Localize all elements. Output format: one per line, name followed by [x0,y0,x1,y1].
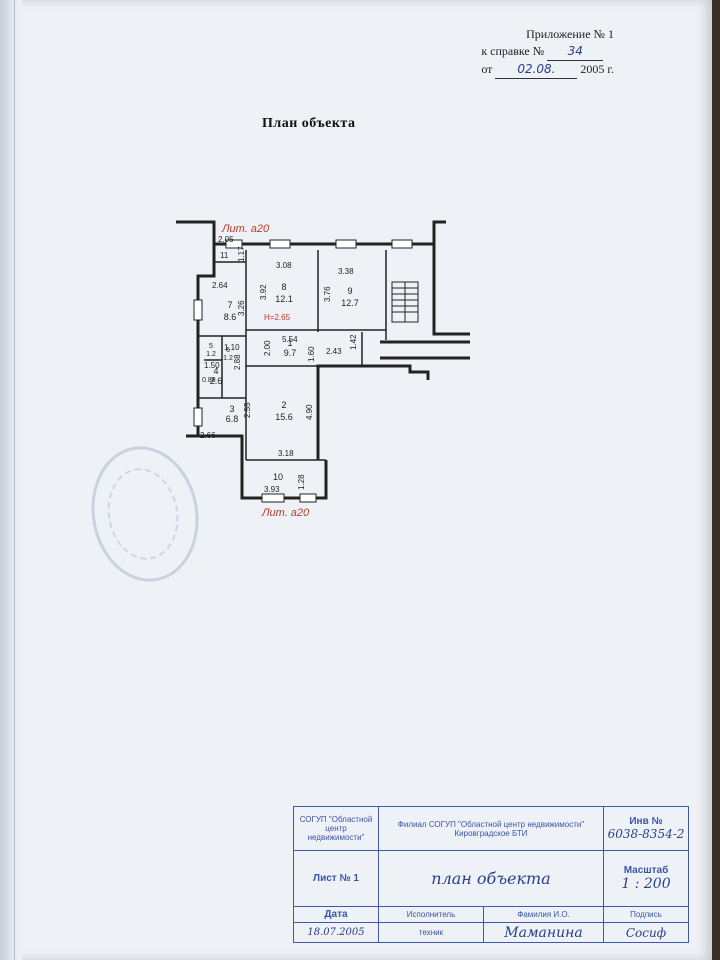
dim-label: 2.64 [212,281,228,290]
room-number: 7 [227,300,232,310]
binding-crease [14,0,15,960]
dim-label: 3.93 [264,485,280,494]
dim-label: 3.18 [278,449,294,458]
date-prefix: от [481,62,493,76]
executor-entry: техник [378,922,484,943]
reference-number: 34 [547,43,604,61]
inventory-value: 6038-8354-2 [607,827,685,841]
room-area: 1.2 [223,355,233,362]
room-number: 2 [281,400,286,410]
dim-label: 1.60 [307,346,316,362]
dim-label: 1.42 [349,334,358,350]
room-area: 15.6 [275,412,293,422]
room-number: 6 [226,347,230,354]
sign-col-label: Подпись [603,906,689,923]
lit-top-label: Лит. а20 [221,223,270,235]
year-suffix: 2005 г. [580,62,614,76]
height-label: H=2.65 [264,313,291,322]
room-area: 12.1 [275,294,293,304]
date-entry: 18.07.2005 [293,922,379,943]
windows [193,239,413,503]
appendix-line: Приложение № 1 [526,27,614,41]
dim-label: 2.00 [263,340,272,356]
room-number: 10 [273,472,283,482]
room-number: 4 [213,366,218,376]
dim-label: 3.26 [237,300,246,316]
page-title: План объекта [262,116,356,131]
rooms: 8 12.1 9 12.7 7 8.6 1 9.7 4 2.6 5 1.2 6 … [206,282,359,482]
dim-label: 3.92 [259,284,268,300]
dim-label: 3.08 [276,261,292,270]
name-entry: Маманина [483,922,604,943]
title-block: СОГУП "Областной центр недвижимости" Фил… [293,806,689,943]
binding-edge [0,0,22,960]
name-col-label: Фамилия И.О. [483,906,604,923]
date-value: 02.08. [495,61,578,79]
room-area: 9.7 [284,348,297,358]
room-number: 1 [287,338,292,348]
dim-label: 1.10 [224,343,240,352]
org-left: СОГУП "Областной центр недвижимости" [293,806,379,851]
signature-entry: Сосиф [603,922,689,943]
sheet-content: план объекта [378,850,604,907]
sheet-label: Лист № 1 [293,850,379,907]
room-number: 3 [229,404,234,414]
room-number: 11 [220,251,229,260]
inventory-cell: Инв № 6038-8354-2 [603,806,689,851]
lit-bottom-label: Лит. а20 [261,507,310,519]
dim-label: 2.66 [200,431,216,440]
inventory-label: Инв № [629,816,663,827]
interior-walls [198,250,387,461]
scale-label: Масштаб [623,865,669,876]
dim-label: 2.05 [218,235,234,244]
staircase [391,281,419,323]
dim-label: 5.54 [282,335,298,344]
dim-label: 0.88 [202,377,216,384]
dim-label: 2.43 [326,347,342,356]
room-number: 5 [209,343,213,350]
dim-label: 3.38 [338,267,354,276]
room-number: 9 [347,286,352,296]
date-col-label: Дата [293,906,379,923]
room-area: 12.7 [341,298,359,308]
dim-label: 2.88 [233,354,242,370]
scale-value: 1 : 200 [621,876,671,892]
dim-label: 1.28 [297,474,306,490]
executor-col-label: Исполнитель [378,906,484,923]
date-line: от 02.08. 2005 г. [481,61,614,79]
dim-label: 1.50 [204,361,220,370]
scale-cell: Масштаб 1 : 200 [603,850,689,907]
room-area: 2.6 [210,376,223,386]
room-number: 8 [281,282,286,292]
room-area: 8.6 [224,312,237,322]
room-area: 1.2 [206,351,216,358]
org-branch: Филиал СОГУП "Областной центр недвижимос… [378,806,604,851]
dim-label: 1.17 [237,246,246,262]
dim-label: 2.55 [243,402,252,418]
dim-label: 4.90 [305,404,314,420]
room-area: 6.8 [226,414,239,424]
reference-prefix: к справке № [481,44,545,58]
dim-label: 3.76 [323,286,332,302]
reference-line: к справке № 34 [481,43,614,61]
walls [176,220,470,500]
appendix-header: Приложение № 1 к справке № 34 от 02.08. … [481,26,614,79]
